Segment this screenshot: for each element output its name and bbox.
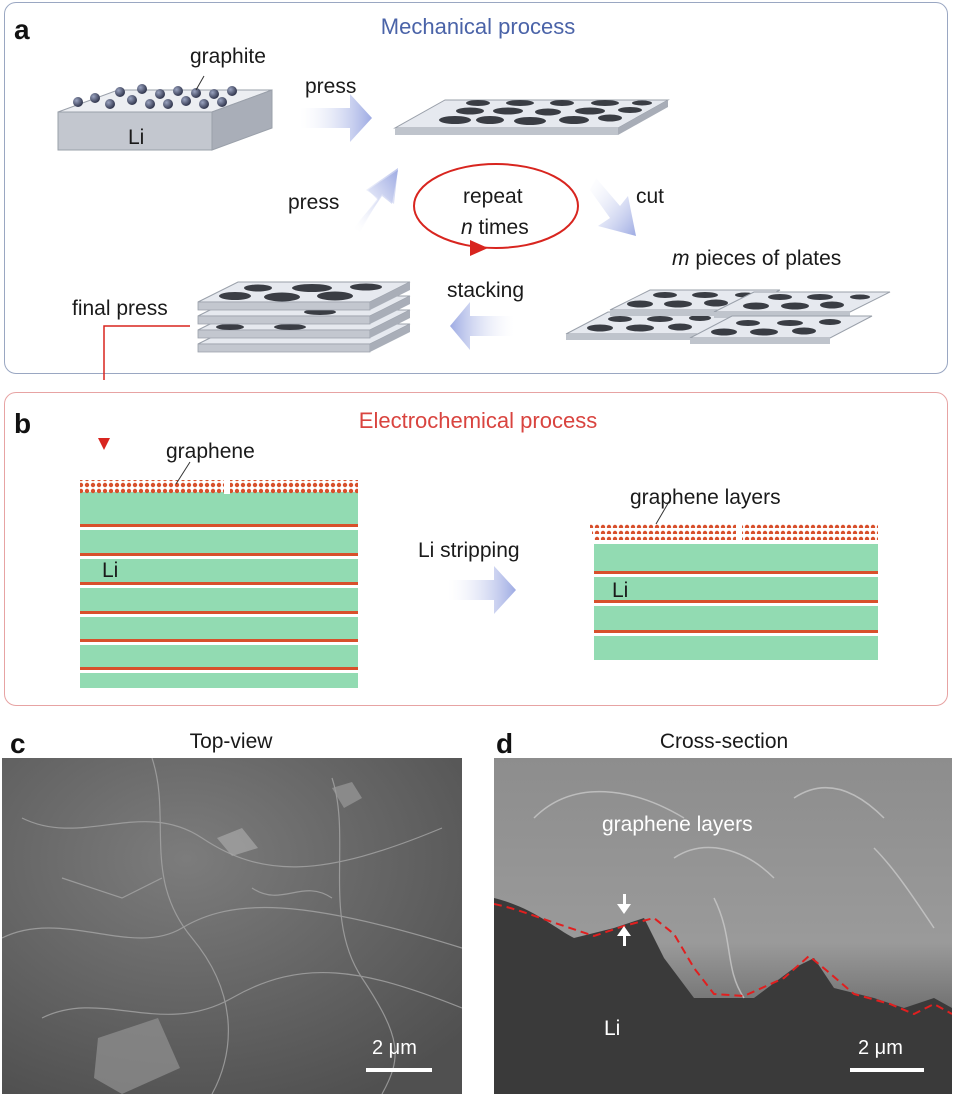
graphene-layers-label-d: graphene layers <box>602 813 753 836</box>
cycle-arrowhead <box>470 240 488 256</box>
scale-label-d: 2 μm <box>858 1037 903 1059</box>
pressed-plate <box>393 99 670 135</box>
li-label-block: Li <box>128 126 145 149</box>
electrochemical-process-panel <box>4 392 948 706</box>
panel-letter-a: a <box>14 14 30 45</box>
li-label-d: Li <box>604 1017 621 1040</box>
repeat-label: repeat <box>463 185 523 208</box>
graphite-label: graphite <box>190 45 266 68</box>
cross-section-sem-image: graphene layers Li 2 μm <box>494 758 952 1094</box>
cut-label: cut <box>636 185 665 208</box>
press-label-top: press <box>305 75 357 98</box>
top-view-title: Top-view <box>189 730 273 753</box>
scale-bar-c <box>366 1068 432 1072</box>
final-press-label: final press <box>72 297 168 320</box>
li-stripping-arrow <box>448 566 516 614</box>
m-pieces-label: m pieces of plates <box>672 248 841 269</box>
panel-letter-d: d <box>496 728 514 759</box>
panel-letter-c: c <box>10 728 26 759</box>
final-press-connector <box>103 325 190 380</box>
final-press-arrowhead <box>98 438 110 450</box>
graphite-particles <box>73 84 237 109</box>
cut-arrow-down <box>590 178 636 236</box>
electrochemical-process-diagram <box>80 438 878 688</box>
li-block-with-graphite <box>57 75 273 151</box>
cross-section-texture <box>494 758 952 1094</box>
li-stack-after <box>590 499 878 660</box>
pieces-text: pieces of plates <box>689 247 842 270</box>
li-label-right-stack: Li <box>612 579 629 602</box>
mechanical-process-panel <box>4 2 948 374</box>
n-italic: n <box>461 216 473 239</box>
cut-plates <box>565 289 891 344</box>
scale-bar-d <box>850 1068 924 1072</box>
panel-letter-b: b <box>14 408 32 439</box>
press-arrow-right <box>300 94 372 142</box>
thickness-arrows <box>617 894 631 946</box>
cross-section-title: Cross-section <box>659 730 789 753</box>
stacking-arrow-left <box>450 302 514 350</box>
top-view-sem-image: 2 μm <box>2 758 462 1094</box>
n-times-label: n times <box>461 217 529 238</box>
times-text: times <box>472 216 529 239</box>
stacked-plates <box>197 281 411 353</box>
repeat-cycle <box>413 163 579 256</box>
scale-label-c: 2 μm <box>372 1037 417 1059</box>
mechanical-process-title: Mechanical process <box>380 14 576 39</box>
mechanical-process-diagram <box>57 75 891 380</box>
m-italic: m <box>672 247 690 270</box>
press-label-left: press <box>288 191 340 214</box>
stacking-label: stacking <box>447 279 525 302</box>
graphene-label: graphene <box>166 440 255 463</box>
electrochemical-process-title: Electrochemical process <box>358 408 598 433</box>
li-stripping-label: Li stripping <box>418 539 520 562</box>
li-stack-before <box>80 461 358 688</box>
top-view-texture <box>2 758 462 1094</box>
li-label-left-stack: Li <box>102 559 119 582</box>
graphene-layers-label-b: graphene layers <box>630 486 781 509</box>
